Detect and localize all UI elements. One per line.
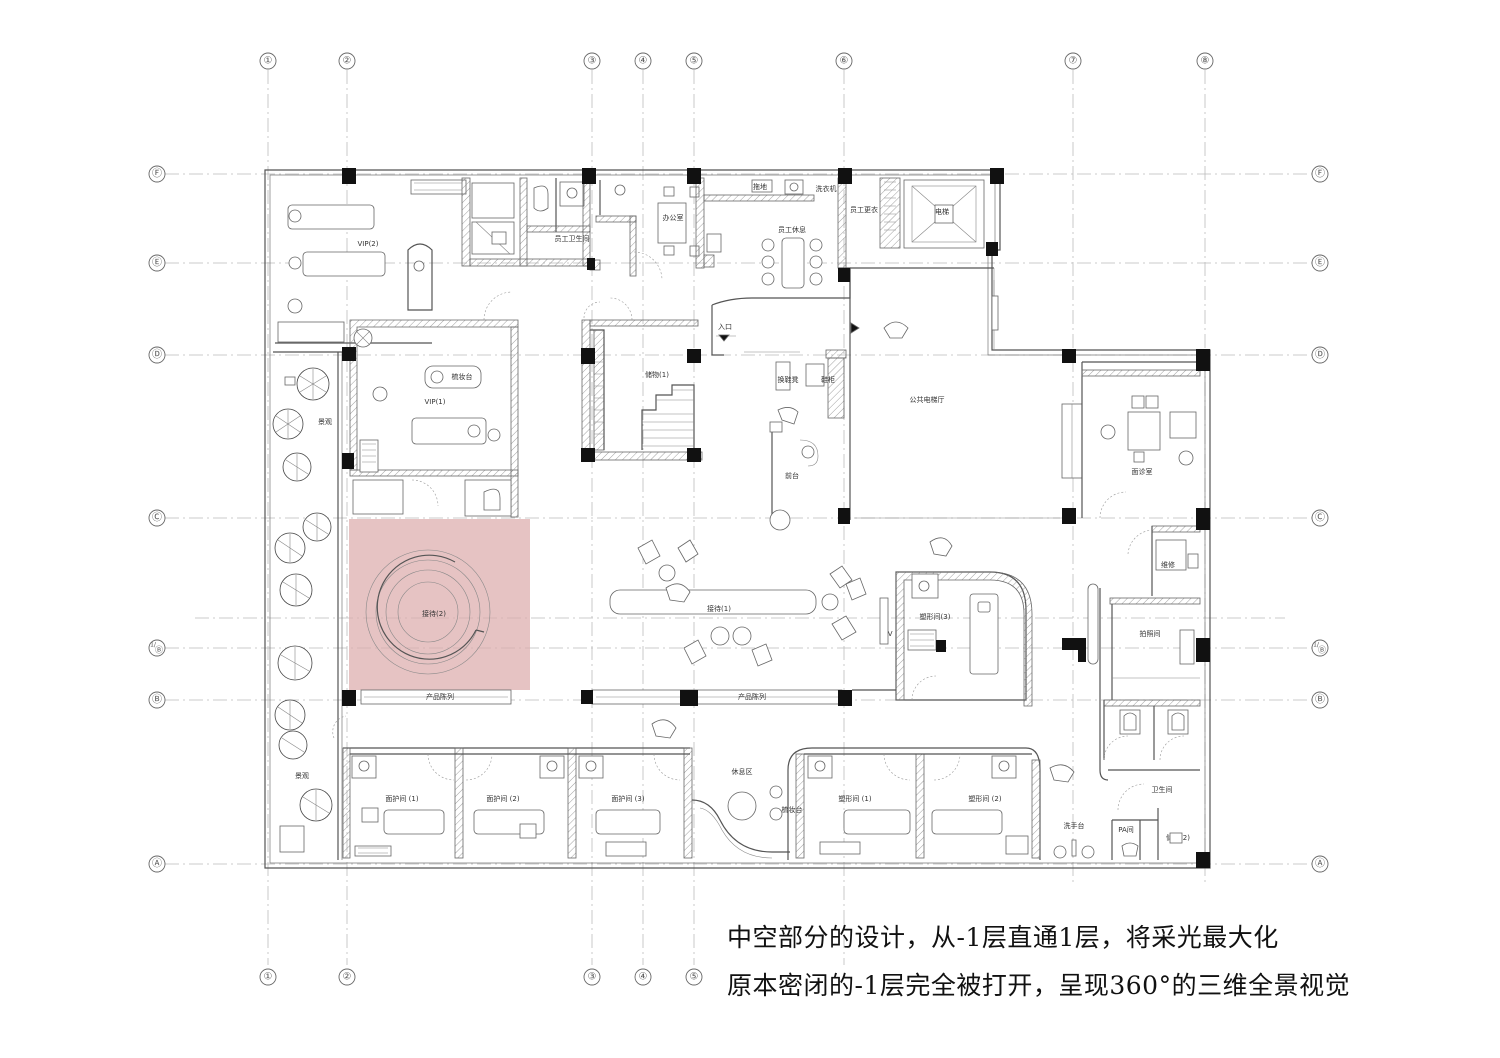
room-label-storage-1: 储物(1) [645,370,669,379]
room-label-toilet: 卫生间 [1152,785,1173,794]
axis-labels-bottom: ① ② ③ ④ ⑤ [259,968,703,986]
room-label-reception-desk: 前台 [785,471,799,480]
axis-label: Ⓑ [1315,694,1325,706]
axis-label: ① [264,56,273,67]
room-elevator-hall: 公共电梯厅 [849,267,1083,520]
axis-label: ④ [639,56,648,67]
room-shaping-3: 塑形间(3) TV [879,571,1033,707]
atrium-highlight [349,519,530,690]
trees: 景观 景观 [272,367,333,853]
axis-label: ⑧ [1201,56,1210,67]
label-product-display-1: 产品陈列 [426,692,454,701]
room-reception-desk: 换鞋凳 鞋柜 前台 入口 [711,305,847,531]
label-product-display-2: 产品陈列 [738,692,766,701]
room-label-facial-1: 面护间 (1) [385,794,418,803]
room-label-elevator: 电梯 [935,207,949,216]
room-label-mop: 拖地 [753,182,767,191]
room-staff-change-elevator: 员工更衣 电梯 [837,177,985,269]
room-label-shaping-3: 塑形间(3) [920,612,951,621]
axis-label: ② [343,56,352,67]
axis-label: Ⓒ [1315,512,1325,524]
axis-label: Ⓔ [152,257,162,269]
room-storage-1: 储物(1) [581,297,703,461]
room-label-consult: 面诊室 [1132,467,1153,476]
room-label-washbasin: 洗手台 [1064,821,1085,830]
room-label-landscape-1: 景观 [318,418,332,426]
axis-label: ① [264,972,273,983]
room-label-landscape-2: 景观 [295,772,309,780]
outer-walls [264,169,1211,869]
room-vip-2: VIP(2) [275,179,467,344]
axis-label: ④ [639,972,648,983]
axis-label: ⑤ [690,972,699,983]
room-staff-rest: 员工休息 拖地 洗衣机 [703,179,851,306]
room-label-vip-2: VIP(2) [358,240,379,248]
axis-label: Ⓒ [152,512,162,524]
axis-label: ⑥ [840,56,849,67]
treatment-rooms: 面护间 (1) 面护间 (2) 面护间 (3) 休息区 梳妆台 [332,715,1041,860]
axis-label: Ⓓ [1315,349,1325,361]
axis-label: Ⓑ [1318,646,1326,655]
room-label-staff-rest: 员工休息 [778,225,806,234]
room-label-reception-2: 接待(2) [422,609,446,618]
landscape-strip [273,351,345,860]
axis-label: ③ [588,56,597,67]
room-toilets: 卫生间 PA间 储物(2) 洗手台 [1049,699,1201,860]
room-label-makeup-1: 梳妆台 [452,372,473,381]
room-office: 办公室 [589,177,705,281]
axis-labels-right: Ⓕ Ⓔ Ⓓ Ⓒ 1/ Ⓑ Ⓑ Ⓐ [1311,165,1329,873]
lounge-reception-1: 接待(1) [609,537,953,667]
room-label-entrance: 入口 [718,323,732,331]
caption-line-2: 原本密闭的-1层完全被打开，呈现360°的三维全景视觉 [727,971,1351,1000]
axis-labels-left: Ⓕ Ⓔ Ⓓ Ⓒ 1/ Ⓑ Ⓑ Ⓐ [148,165,166,873]
room-label-staff-change: 员工更衣 [850,205,878,214]
axis-labels-top: ① ② ③ ④ ⑤ ⑥ ⑦ ⑧ [259,52,1214,70]
staff-toilet-block: 员工卫生间 [461,177,591,267]
axis-label: Ⓔ [1315,257,1325,269]
axis-label: ② [343,972,352,983]
room-label-shoe-stool: 换鞋凳 [778,375,799,384]
axis-label: Ⓕ [152,168,162,180]
room-label-office: 办公室 [663,213,684,222]
axis-label: Ⓑ [155,646,163,655]
room-consult: 面诊室 [1081,361,1201,519]
room-label-reception-1: 接待(1) [707,604,731,613]
room-label-shoe-cabinet: 鞋柜 [821,375,835,384]
room-label-vip-1: VIP(1) [425,398,446,406]
room-label-washer: 洗衣机 [816,184,837,193]
room-label-facial-2: 面护间 (2) [486,794,519,803]
structural-columns [342,168,1210,868]
room-label-lounge: 休息区 [732,767,753,776]
axis-label: ⑤ [690,56,699,67]
axis-label: Ⓑ [152,694,162,706]
room-label-pa: PA间 [1118,826,1134,834]
room-label-photo: 拍照间 [1140,629,1161,638]
caption-line-1: 中空部分的设计，从-1层直通1层，将采光最大化 [727,923,1279,952]
axis-label-prefix: 1/ [150,642,157,649]
room-repair-photo: 维修 拍照间 [1087,525,1201,781]
room-label-staff-toilet: 员工卫生间 [555,234,590,243]
room-label-shaping-1: 塑形间 (1) [838,794,871,803]
room-label-elevator-hall: 公共电梯厅 [910,395,945,404]
reception-2-round-desk: 接待(2) [365,549,491,675]
axis-label: ⑦ [1069,56,1078,67]
axis-label: ③ [588,972,597,983]
axis-label: Ⓐ [1315,858,1325,870]
room-label-makeup-2: 梳妆台 [782,805,803,814]
product-display: 产品陈列 产品陈列 [360,689,896,705]
axis-label: Ⓕ [1315,168,1325,180]
room-vip-1: VIP(1) 梳妆台 [349,291,519,518]
room-label-repair: 维修 [1161,560,1175,569]
room-label-shaping-2: 塑形间 (2) [968,794,1001,803]
axis-label: Ⓐ [152,858,162,870]
axis-label: Ⓓ [152,349,162,361]
room-label-facial-3: 面护间 (3) [611,794,644,803]
axis-label-prefix: 1/ [1313,642,1320,649]
